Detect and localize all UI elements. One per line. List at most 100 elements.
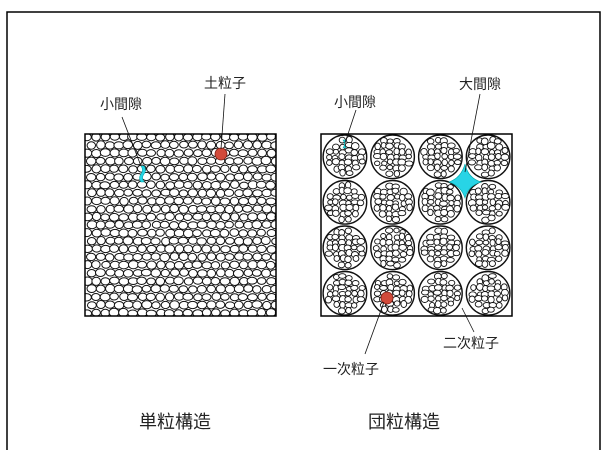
particle <box>256 308 267 316</box>
particle <box>95 284 106 293</box>
grain <box>440 272 448 280</box>
particle <box>183 228 194 239</box>
particle <box>178 189 189 198</box>
particle <box>91 276 101 286</box>
particle <box>246 276 258 285</box>
particle <box>225 173 236 182</box>
particle <box>118 277 130 286</box>
grain <box>344 290 352 297</box>
particle <box>243 268 254 277</box>
particle <box>197 253 207 262</box>
particle <box>114 156 124 166</box>
small-pore-leader-right <box>344 109 357 144</box>
particle <box>85 244 93 253</box>
particle <box>183 181 193 189</box>
grain <box>393 262 401 269</box>
grain <box>446 243 453 251</box>
grain <box>351 302 358 309</box>
particle <box>182 134 193 142</box>
particle <box>151 317 160 325</box>
grain <box>393 147 400 156</box>
particle <box>229 164 240 174</box>
particle <box>229 148 240 157</box>
particle <box>220 212 231 222</box>
particle <box>86 205 97 214</box>
grain <box>452 250 461 257</box>
grain <box>339 301 346 309</box>
particle <box>266 293 276 302</box>
particle <box>256 244 267 253</box>
particle <box>156 260 166 270</box>
particle <box>252 204 263 213</box>
particle <box>251 269 262 277</box>
grain <box>337 284 347 291</box>
particle <box>86 220 98 230</box>
particle <box>197 172 208 182</box>
particle <box>132 318 142 325</box>
grain <box>391 216 401 223</box>
particle <box>141 252 153 261</box>
particle <box>257 292 267 301</box>
uniform-particle-grid <box>85 134 276 325</box>
particle <box>261 253 272 261</box>
grain <box>326 154 333 161</box>
particle <box>224 157 235 166</box>
particle <box>205 188 217 198</box>
particle <box>91 244 102 253</box>
grain <box>481 249 490 256</box>
grain <box>427 158 434 166</box>
grain <box>482 209 491 216</box>
particle <box>150 252 161 261</box>
particle <box>238 229 249 238</box>
particle <box>196 300 208 310</box>
grain <box>501 147 509 154</box>
grain <box>345 170 354 176</box>
grain <box>486 285 496 292</box>
particle <box>252 172 263 181</box>
grain <box>448 159 455 167</box>
grain <box>447 184 454 190</box>
particle <box>85 164 92 173</box>
particle <box>247 260 258 270</box>
grain <box>470 284 477 291</box>
grain <box>454 295 461 302</box>
grain <box>344 210 352 217</box>
particle <box>210 277 221 286</box>
grain <box>441 158 448 167</box>
particle <box>86 284 97 294</box>
particle <box>169 157 180 166</box>
grain <box>495 302 503 309</box>
particle <box>242 188 253 198</box>
grain <box>392 274 401 281</box>
particle <box>91 293 101 301</box>
particle <box>91 196 103 206</box>
particle <box>178 285 189 294</box>
particle <box>239 213 249 222</box>
particle <box>260 236 271 245</box>
grain <box>467 159 476 166</box>
grain <box>434 300 442 309</box>
particle <box>132 253 143 261</box>
particle <box>173 228 185 238</box>
grain <box>474 164 483 171</box>
particle <box>85 276 93 286</box>
particle <box>151 189 162 198</box>
particle <box>234 189 245 198</box>
particle <box>210 165 221 173</box>
particle <box>127 228 138 238</box>
grain <box>440 260 448 267</box>
particle <box>100 164 111 174</box>
particle <box>187 140 198 149</box>
particle <box>165 228 176 238</box>
particle <box>147 197 157 206</box>
grain <box>344 227 352 235</box>
particle <box>214 204 226 214</box>
particle <box>151 172 161 181</box>
particle <box>210 134 221 142</box>
particle <box>242 204 253 213</box>
grain <box>391 243 400 251</box>
particle <box>101 260 111 269</box>
grain <box>426 239 435 246</box>
grain <box>426 138 435 145</box>
particle <box>155 292 165 302</box>
